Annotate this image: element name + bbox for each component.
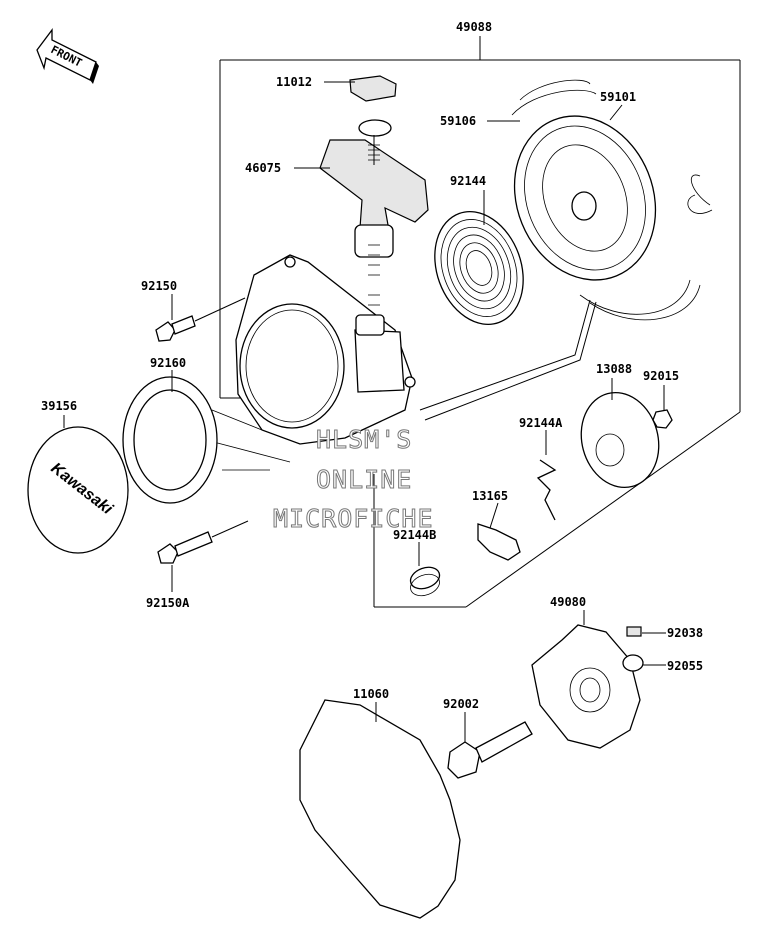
- label-92150A: 92150A: [146, 596, 190, 610]
- watermark-line-1: HLSM'S: [316, 425, 412, 454]
- bolt-92150: [155, 315, 196, 342]
- bolt-92150A: [157, 531, 213, 564]
- label-49080: 49080: [550, 595, 586, 609]
- leader-lines: [63, 81, 666, 742]
- part-labels: 49088 11012 59101 59106 46075 92144 9215…: [41, 20, 703, 711]
- label-59101: 59101: [600, 90, 636, 104]
- label-92055: 92055: [667, 659, 703, 673]
- label-92150: 92150: [141, 279, 177, 293]
- key-92038: [626, 626, 642, 637]
- cover-39156: Kawasaki: [27, 426, 129, 554]
- watermark-line-3: MICROFICHE: [273, 504, 434, 533]
- starter-rope-2: [424, 301, 597, 421]
- cap-part: [349, 75, 397, 102]
- front-arrow-icon: FRONT: [36, 28, 99, 84]
- label-39156: 39156: [41, 399, 77, 413]
- ratchet-drum: [580, 391, 660, 489]
- label-49088: 49088: [456, 20, 492, 34]
- label-13165: 13165: [472, 489, 508, 503]
- gasket-92160: [122, 376, 218, 504]
- label-13088: 13088: [596, 362, 632, 376]
- starter-rope: [419, 299, 591, 411]
- spring-92144B: [409, 566, 441, 597]
- nut-92015: [652, 409, 673, 429]
- label-92144B: 92144B: [393, 528, 436, 542]
- watermark: HLSM'S ONLINE MICROFICHE: [273, 425, 434, 534]
- label-92160: 92160: [150, 356, 186, 370]
- label-92038: 92038: [667, 626, 703, 640]
- recoil-spring: [434, 210, 524, 326]
- ratchet-13165: [477, 523, 521, 561]
- gasket-11060: [299, 699, 461, 919]
- watermark-line-2: ONLINE: [316, 465, 412, 494]
- label-11060: 11060: [353, 687, 389, 701]
- bolt-92002: [447, 721, 533, 779]
- label-46075: 46075: [245, 161, 281, 175]
- spring-92144A: [536, 459, 557, 521]
- starter-housing: [205, 254, 416, 471]
- recoil-pulley: [511, 79, 713, 321]
- label-92002: 92002: [443, 697, 479, 711]
- oring-92055: [622, 654, 644, 672]
- label-11012: 11012: [276, 75, 312, 89]
- label-92144: 92144: [450, 174, 486, 188]
- starter-flange-49080: [531, 624, 641, 749]
- label-59106: 59106: [440, 114, 476, 128]
- starter-handle: [319, 119, 429, 336]
- label-92144A: 92144A: [519, 416, 563, 430]
- label-92015: 92015: [643, 369, 679, 383]
